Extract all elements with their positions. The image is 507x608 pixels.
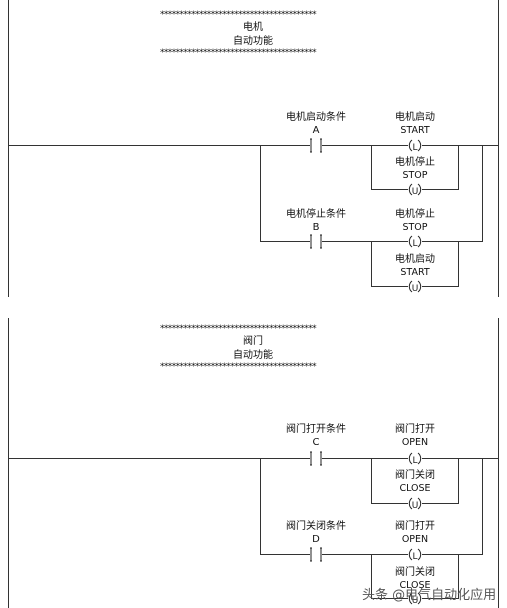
comment-stars-bottom: **************************************** [160,48,317,58]
coil-branch-wire [371,458,372,503]
rung-wire [422,458,498,459]
coil-branch-wire [458,554,459,598]
coil-branch-wire [371,286,408,287]
svg-text:U: U [412,187,419,197]
rung-wire [322,145,408,146]
contact-label: 电机停止条件 [286,209,346,220]
latch-coil-icon: L [408,139,422,153]
right-power-rail [498,318,499,608]
contact-label: 电机启动条件 [286,112,346,123]
ladder-panel-valve: ****************************************… [0,318,507,608]
rung-wire [322,241,408,242]
coil-tag: OPEN [401,437,429,448]
coil-label: 电机启动 [395,254,435,265]
comment-stars-top: **************************************** [160,10,317,20]
coil-tag: START [400,125,430,136]
coil-tag: STOP [402,170,428,181]
coil-tag: START [400,267,430,278]
left-power-rail [8,318,9,608]
branch-wire [260,145,261,241]
branch-wire [260,458,261,554]
contact-tag: B [312,222,320,233]
rung-title-line1: 阀门 [243,336,263,347]
coil-label: 阀门关闭 [395,567,435,578]
rung-title-line2: 自动功能 [233,36,273,47]
coil-branch-wire [371,145,372,189]
rung-wire [422,554,483,555]
coil-branch-wire [422,286,459,287]
unlatch-coil-icon: U [408,280,422,294]
rung-wire [8,458,310,459]
contact-tag: A [312,125,320,136]
svg-text:L: L [412,552,417,562]
rung-wire [322,554,408,555]
coil-tag: OPEN [401,534,429,545]
coil-branch-wire [458,458,459,503]
comment-stars-top: **************************************** [160,324,317,334]
rung-title-line1: 电机 [243,22,263,33]
no-contact-icon [310,451,322,466]
svg-text:L: L [412,143,417,153]
coil-label: 电机停止 [395,209,435,220]
watermark: 头条 @电气自动化应用 [362,588,497,603]
branch-wire [482,458,483,554]
coil-label: 阀门打开 [395,424,435,435]
contact-tag: C [312,437,320,448]
coil-branch-wire [422,189,459,190]
coil-branch-wire [458,145,459,189]
unlatch-coil-icon: U [408,592,422,606]
rung-title-line2: 自动功能 [233,350,273,361]
no-contact-icon [310,547,322,562]
svg-text:U: U [412,501,419,511]
rung-wire [260,554,310,555]
coil-label: 电机启动 [395,112,435,123]
coil-branch-wire [371,554,372,598]
rung-wire [8,145,310,146]
coil-label: 阀门关闭 [395,470,435,481]
rung-wire [260,241,310,242]
latch-coil-icon: L [408,235,422,249]
unlatch-coil-icon: U [408,497,422,511]
latch-coil-icon: L [408,452,422,466]
coil-branch-wire [422,503,459,504]
right-power-rail [498,0,499,297]
coil-label: 电机停止 [395,157,435,168]
ladder-panel-motor: ****************************************… [0,0,507,297]
unlatch-coil-icon: U [408,183,422,197]
coil-branch-wire [422,598,459,599]
left-power-rail [8,0,9,297]
coil-branch-wire [371,189,408,190]
comment-stars-bottom: **************************************** [160,362,317,372]
svg-text:L: L [412,239,417,249]
contact-label: 阀门关闭条件 [286,521,346,532]
svg-text:U: U [412,596,419,606]
svg-text:L: L [412,456,417,466]
coil-label: 阀门打开 [395,521,435,532]
contact-tag: D [312,534,320,545]
rung-wire [422,241,483,242]
contact-label: 阀门打开条件 [286,424,346,435]
coil-branch-wire [458,241,459,286]
rung-wire [322,458,408,459]
latch-coil-icon: L [408,548,422,562]
coil-tag: CLOSE [399,580,431,591]
coil-tag: STOP [402,222,428,233]
coil-branch-wire [371,241,372,286]
coil-branch-wire [371,598,408,599]
svg-text:U: U [412,284,419,294]
no-contact-icon [310,234,322,249]
coil-branch-wire [371,503,408,504]
rung-wire [422,145,498,146]
branch-wire [482,145,483,241]
coil-tag: CLOSE [399,483,431,494]
no-contact-icon [310,138,322,153]
